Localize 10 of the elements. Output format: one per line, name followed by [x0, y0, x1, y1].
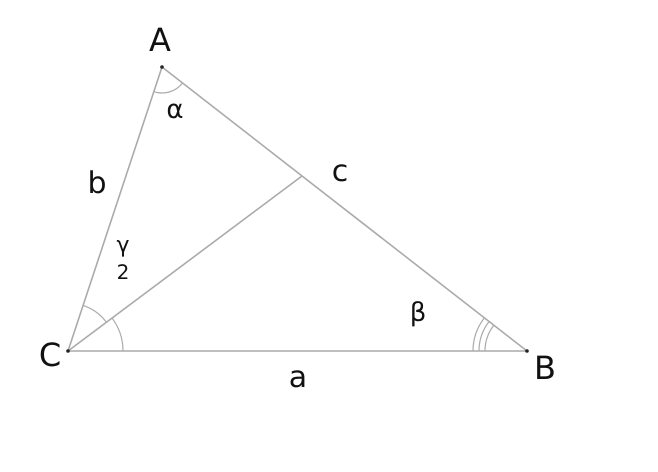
angle-label: β	[410, 300, 426, 326]
angle-label: γ	[116, 235, 130, 257]
vertex-label: B	[534, 352, 556, 384]
vertex-label: A	[149, 24, 171, 56]
angle-label: α	[166, 97, 184, 123]
angle-label: 2	[116, 262, 130, 282]
side-label: a	[288, 363, 308, 393]
side-label: b	[87, 169, 107, 199]
vertex-label: C	[38, 339, 62, 371]
side-label: c	[332, 157, 348, 187]
